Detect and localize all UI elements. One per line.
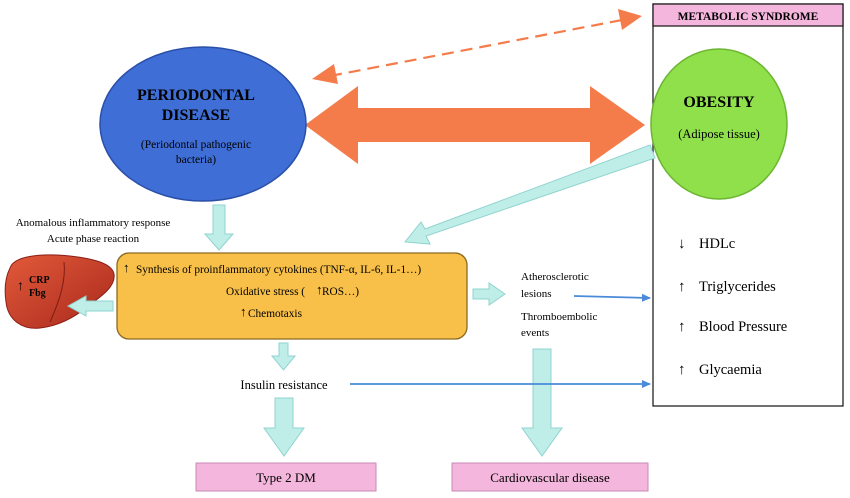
up-arrow-icon: ↑ (678, 279, 686, 295)
big-double-arrow (305, 86, 645, 164)
metabolic-item-triglycerides: ↑ Triglycerides (678, 279, 776, 295)
up-arrow-icon: ↑ (123, 260, 130, 275)
type2dm-box (195, 462, 377, 492)
cardiovascular-box (451, 462, 649, 492)
cytokine-box (116, 252, 468, 340)
insulin-resistance-label: Insulin resistance (240, 378, 328, 392)
inflammation-note-line2: Acute phase reaction (47, 233, 140, 245)
arrow-to-type2dm (263, 397, 305, 457)
metabolic-item-label: HDLc (699, 236, 735, 252)
arrow-periodontal-down (203, 204, 235, 251)
up-arrow-icon: ↑ (678, 319, 686, 335)
ros-text: ROS…) (322, 286, 359, 298)
up-arrow-icon: ↑ (240, 304, 247, 319)
type2dm-label: Type 2 DM (256, 470, 316, 485)
metabolic-syndrome-title: METABOLIC SYNDROME (678, 11, 819, 23)
arrow-obesity-to-cytokines (404, 144, 656, 245)
oxidative-stress-text: Oxidative stress ( (226, 286, 305, 298)
metabolic-item-label: Glycaemia (699, 362, 762, 378)
up-arrow-icon: ↑ (678, 362, 686, 378)
periodontal-title-line1: PERIODONTAL (137, 87, 255, 104)
obesity-title: OBESITY (683, 94, 755, 111)
chemotaxis-text: Chemotaxis (248, 308, 302, 320)
up-arrow-icon: ↑ (316, 282, 323, 297)
arrow-to-atherosclerosis (472, 282, 506, 306)
atherosclerotic-line1: Atherosclerotic (521, 271, 589, 283)
metabolic-item-label: Triglycerides (699, 279, 776, 295)
liver-crp-label: CRP (29, 275, 50, 286)
obesity-node (650, 48, 788, 200)
metabolic-item-glycaemia: ↑ Glycaemia (678, 362, 762, 378)
metabolic-item-label: Blood Pressure (699, 319, 787, 335)
cytokines-text: Synthesis of proinflammatory cytokines (… (136, 264, 421, 276)
thromboembolic-line1: Thromboembolic (521, 311, 597, 323)
up-arrow-icon: ↑ (17, 279, 24, 294)
periodontal-title-line2: DISEASE (162, 107, 230, 124)
thromboembolic-line2: events (521, 327, 549, 339)
metabolic-item-blood-pressure: ↑ Blood Pressure (678, 319, 787, 335)
arrow-to-liver (66, 295, 114, 317)
periodontal-disease-node (99, 46, 307, 202)
periodontal-subtitle-line1: (Periodontal pathogenic (141, 139, 251, 151)
atherosclerotic-line2: lesions (521, 288, 552, 300)
arrow-to-insulin-resistance (270, 342, 297, 371)
inflammation-note-line1: Anomalous inflammatory response (16, 217, 171, 229)
liver-fbg-label: Fbg (29, 288, 46, 299)
arrow-to-cardiovascular (521, 348, 563, 457)
obesity-subtitle: (Adipose tissue) (678, 127, 760, 141)
periodontal-subtitle-line2: bacteria) (176, 154, 216, 166)
cardiovascular-label: Cardiovascular disease (490, 470, 610, 485)
metabolic-item-hdlc: ↓ HDLc (678, 236, 735, 252)
dashed-double-arrow (312, 9, 642, 84)
down-arrow-icon: ↓ (678, 236, 686, 252)
line-athero-to-metabolic (573, 293, 651, 302)
